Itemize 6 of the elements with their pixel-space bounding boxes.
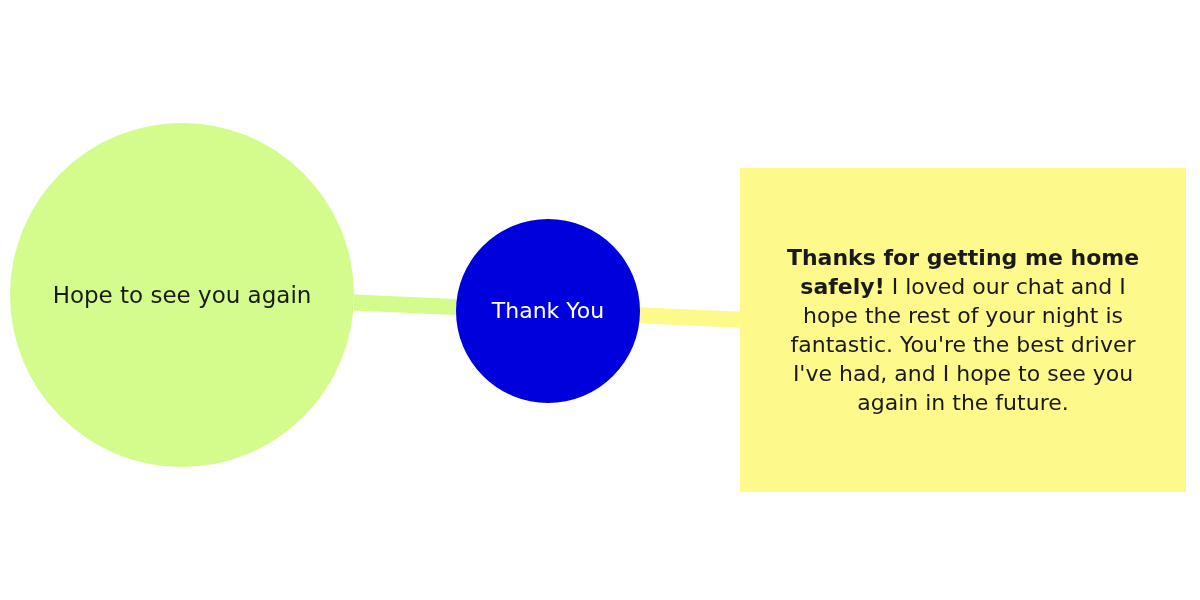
- node-text: Thank You: [491, 297, 605, 326]
- message-card: [740, 168, 1186, 492]
- connector-line: [353, 294, 457, 315]
- node-text: Hope to see you again: [52, 280, 312, 310]
- connector-line: [639, 307, 741, 328]
- node-text: Thanks for getting me home safely! I loved our chat and I hope the rest of your night is fantastic. You're the best driver I've had, and I hope to see you again in the future.: [785, 243, 1141, 418]
